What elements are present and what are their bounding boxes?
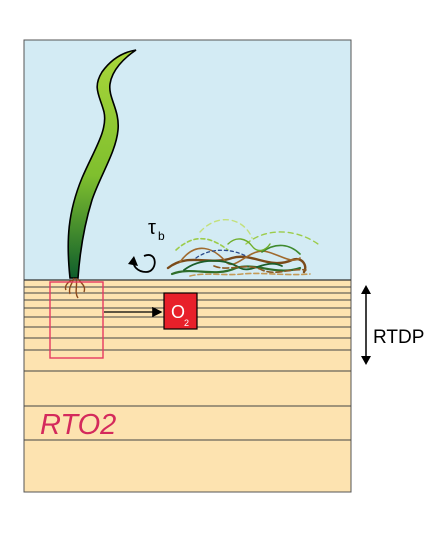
- shear-stress-subscript: b: [158, 229, 165, 243]
- figure-frame: [23, 39, 352, 493]
- double-arrow-icon: [361, 285, 371, 365]
- oxygen-box: [163, 292, 198, 330]
- rtdp-label: RTDP: [373, 327, 424, 348]
- seagrass-roots: [64, 277, 86, 299]
- oxygen-symbol: O: [171, 302, 185, 322]
- oxygen-subscript: 2: [184, 318, 189, 328]
- root-zone-box: [49, 281, 104, 359]
- wrack-pile: [166, 218, 319, 277]
- seagrass-leaf: [67, 49, 137, 279]
- shear-stress-symbol: τ: [148, 217, 156, 239]
- curved-arrow-icon: [128, 254, 156, 273]
- rto2-label: RTO2: [40, 409, 116, 441]
